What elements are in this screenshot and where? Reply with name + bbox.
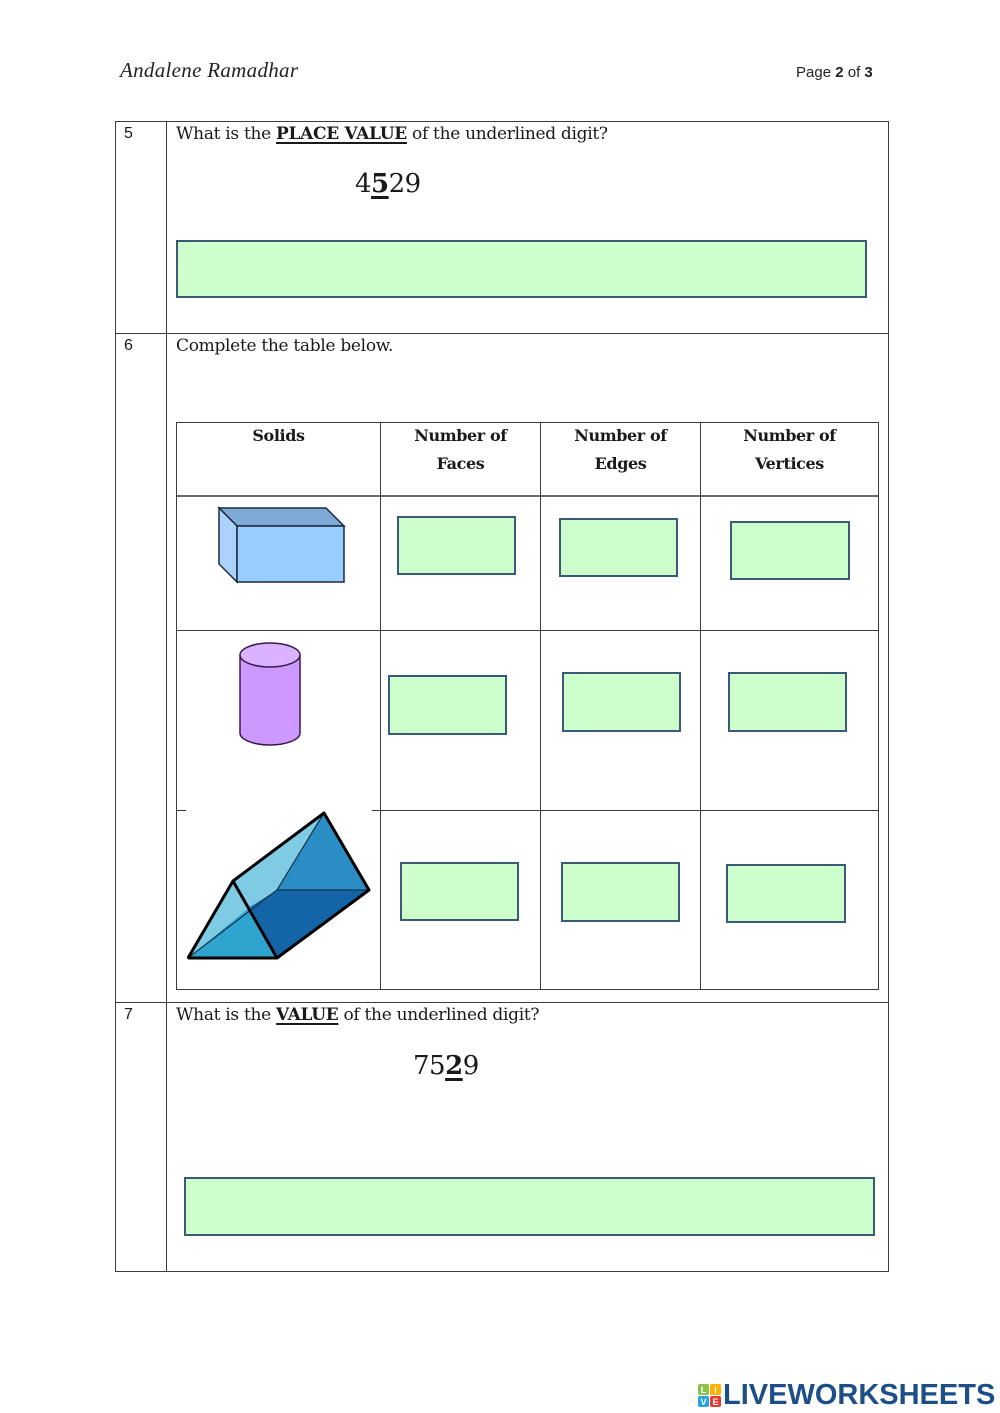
logo-block: I — [710, 1384, 721, 1395]
cylinder-edges-input[interactable] — [562, 672, 681, 732]
digit: 4 — [355, 169, 372, 199]
page-of: of — [847, 64, 861, 81]
prompt-text: What is the — [176, 1005, 277, 1025]
triangular-prism-edges-input[interactable] — [561, 862, 680, 922]
question-7-prompt: What is the VALUE of the underlined digi… — [176, 1005, 540, 1025]
question-number-7: 7 — [124, 1006, 133, 1023]
header-line: Vertices — [755, 454, 824, 473]
prompt-emphasis: VALUE — [276, 1005, 339, 1025]
rectangular-prism-icon — [217, 506, 346, 584]
author-signature: Andalene Ramadhar — [120, 58, 299, 82]
rectangular-prism-edges-input[interactable] — [559, 518, 678, 577]
header-line: Faces — [436, 454, 485, 473]
rectangular-prism-vertices-input[interactable] — [730, 521, 850, 580]
question-7-number: 7529 — [413, 1051, 479, 1081]
question-7-answer-input[interactable] — [184, 1177, 875, 1236]
header-line: Number of — [743, 426, 836, 445]
underlined-digit: 5 — [371, 169, 389, 199]
liveworksheets-logo: L I V E LIVEWORKSHEETS — [698, 1379, 995, 1412]
triangular-prism-icon — [186, 811, 371, 960]
brand-name: LIVEWORKSHEETS — [723, 1379, 996, 1411]
question-5-answer-input[interactable] — [176, 240, 867, 298]
cylinder-vertices-input[interactable] — [728, 672, 847, 732]
rectangular-prism-faces-input[interactable] — [397, 516, 516, 575]
question-6-prompt: Complete the table below. — [176, 336, 394, 356]
triangular-prism-vertices-input[interactable] — [726, 864, 846, 923]
header-line: Edges — [594, 454, 647, 473]
question-number-6: 6 — [124, 337, 133, 354]
logo-block: V — [698, 1396, 709, 1407]
prompt-text: What is the — [176, 124, 277, 144]
page-current: 2 — [835, 64, 844, 81]
question-5-prompt: What is the PLACE VALUE of the underline… — [176, 124, 608, 144]
question-5-number: 4529 — [355, 169, 421, 199]
prompt-text: of the underlined digit? — [406, 124, 608, 144]
header-line: Number of — [574, 426, 667, 445]
header-line: Solids — [252, 426, 305, 445]
header-line: Number of — [414, 426, 507, 445]
digit: 75 — [413, 1051, 446, 1081]
cylinder-icon — [239, 642, 301, 746]
page-total: 3 — [864, 64, 873, 81]
header-edges: Number of Edges — [541, 422, 700, 478]
page-number: Page 2 of 3 — [796, 64, 873, 81]
page-label: Page — [796, 64, 832, 81]
question-number-5: 5 — [124, 125, 133, 142]
live-blocks-icon: L I V E — [698, 1384, 721, 1407]
prompt-text: of the underlined digit? — [338, 1005, 540, 1025]
prompt-emphasis: PLACE VALUE — [276, 124, 407, 144]
header-faces: Number of Faces — [381, 422, 540, 478]
digit: 29 — [388, 169, 422, 199]
underlined-digit: 2 — [445, 1051, 463, 1081]
logo-block: E — [710, 1396, 721, 1407]
header-vertices: Number of Vertices — [701, 422, 878, 478]
digit: 9 — [462, 1051, 480, 1081]
cylinder-faces-input[interactable] — [388, 675, 507, 735]
triangular-prism-faces-input[interactable] — [400, 862, 519, 921]
header-solids: Solids — [177, 422, 380, 450]
logo-block: L — [698, 1384, 709, 1395]
